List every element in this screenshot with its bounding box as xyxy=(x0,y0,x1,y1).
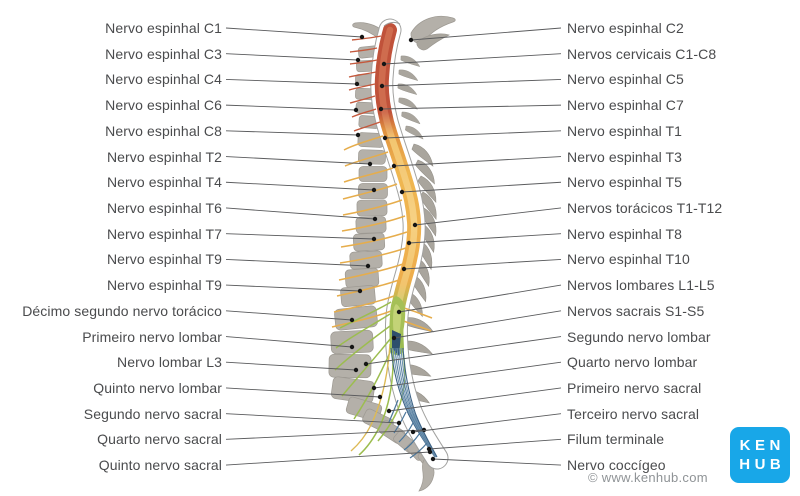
cauda-equina xyxy=(388,330,438,459)
label-nervo-espinhal-t6: Nervo espinhal T6 xyxy=(106,199,222,216)
label-nervo-espinhal-t2: Nervo espinhal T2 xyxy=(106,148,222,165)
label-nervo-espinhal-t1: Nervo espinhal T1 xyxy=(567,122,683,139)
label-nervo-espinhal-t9-b: Nervo espinhal T9 xyxy=(106,277,222,294)
label-quinto-nervo-sacral: Quinto nervo sacral xyxy=(98,457,222,474)
label-decimo-segundo-nervo-toracico: Décimo segundo nervo torácico xyxy=(22,302,222,319)
label-nervo-espinhal-t10: Nervo espinhal T10 xyxy=(567,251,690,268)
label-nervo-espinhal-t3: Nervo espinhal T3 xyxy=(567,148,683,165)
copyright-text: © www.kenhub.com xyxy=(588,470,708,485)
label-nervo-espinhal-t4: Nervo espinhal T4 xyxy=(106,174,222,191)
cervical-nerves xyxy=(348,35,382,132)
label-nervo-espinhal-c8: Nervo espinhal C8 xyxy=(105,122,222,139)
lumbosacral-nerve-yellow xyxy=(350,343,391,452)
label-nervo-espinhal-c5: Nervo espinhal C5 xyxy=(567,71,684,88)
label-quarto-nervo-sacral: Quarto nervo sacral xyxy=(97,431,222,448)
label-terceiro-nervo-sacral: Terceiro nervo sacral xyxy=(567,405,700,422)
label-nervos-sacrais-s1-s5: Nervos sacrais S1-S5 xyxy=(567,302,705,319)
label-nervo-espinhal-c6: Nervo espinhal C6 xyxy=(105,97,222,114)
label-nervo-espinhal-c7: Nervo espinhal C7 xyxy=(567,97,684,114)
label-nervo-espinhal-c2: Nervo espinhal C2 xyxy=(567,20,684,36)
label-segundo-nervo-sacral: Segundo nervo sacral xyxy=(83,405,222,422)
label-primeiro-nervo-lombar: Primeiro nervo lombar xyxy=(82,328,222,345)
label-filum-terminale: Filum terminale xyxy=(567,431,665,448)
labels-left: Nervo espinhal C1 Nervo espinhal C3 Nerv… xyxy=(0,0,222,496)
label-nervos-lombares-l1-l5: Nervos lombares L1-L5 xyxy=(567,277,715,294)
label-nervo-espinhal-c4: Nervo espinhal C4 xyxy=(105,71,222,88)
leader-lines xyxy=(225,27,562,466)
label-segundo-nervo-lombar: Segundo nervo lombar xyxy=(567,328,711,345)
label-nervos-cervicais-c1-c8: Nervos cervicais C1-C8 xyxy=(567,45,717,62)
label-nervo-lombar-l3: Nervo lombar L3 xyxy=(117,354,222,371)
label-primeiro-nervo-sacral: Primeiro nervo sacral xyxy=(567,379,702,396)
kenhub-logo-line1: KEN xyxy=(739,437,785,454)
label-nervo-espinhal-t7: Nervo espinhal T7 xyxy=(106,225,222,242)
label-nervo-espinhal-c3: Nervo espinhal C3 xyxy=(105,45,222,62)
label-nervo-espinhal-t5: Nervo espinhal T5 xyxy=(567,174,683,191)
label-nervo-coccigeo: Nervo coccígeo xyxy=(567,457,666,474)
label-nervo-espinhal-t9: Nervo espinhal T9 xyxy=(106,251,222,268)
label-nervo-espinhal-t8: Nervo espinhal T8 xyxy=(567,225,683,242)
label-quarto-nervo-lombar: Quarto nervo lombar xyxy=(567,354,698,371)
labels-right: Nervo espinhal C2 Nervos cervicais C1-C8… xyxy=(567,0,800,496)
kenhub-logo-line2: HUB xyxy=(739,456,786,473)
medulla-cut-line xyxy=(383,21,401,27)
sacral-nerve-branches xyxy=(388,399,428,459)
label-quinto-nervo-lombar: Quinto nervo lombar xyxy=(93,379,222,396)
kenhub-logo: KEN HUB xyxy=(730,427,790,483)
label-nervo-espinhal-c1: Nervo espinhal C1 xyxy=(105,20,222,36)
label-nervos-toracicos-t1-t12: Nervos torácicos T1-T12 xyxy=(567,199,723,216)
